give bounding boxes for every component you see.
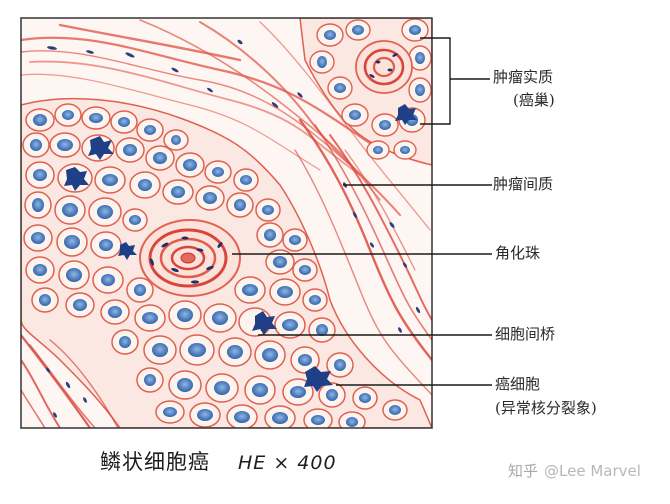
label-tumor-parenchyma: 肿瘤实质 (癌巢) — [493, 68, 555, 109]
label-intercellular-bridge: 细胞间桥 — [495, 325, 556, 343]
pointer-lines — [232, 37, 492, 386]
stroma-nuclei-bottom — [45, 367, 87, 418]
figure-caption: 鳞状细胞癌 HE × 400 — [100, 446, 337, 476]
label-text: 肿瘤实质 — [493, 68, 554, 86]
label-text: 癌细胞 — [495, 375, 541, 393]
figure-frame — [20, 17, 433, 429]
keratin-pearl — [139, 219, 241, 297]
stroma-nuclei-top — [47, 39, 303, 108]
mitotic-figures — [64, 136, 333, 392]
label-subtext: (癌巢) — [513, 91, 555, 109]
label-tumor-stroma: 肿瘤间质 — [493, 175, 554, 193]
stroma-fibers-bottom — [21, 333, 119, 428]
watermark-author: @Lee Marvel — [544, 462, 641, 480]
mitotic-figure-top-right — [395, 104, 417, 125]
label-subtext: (异常核分裂象) — [495, 399, 597, 417]
tissue-field — [21, 18, 432, 428]
nuclei-top-right — [317, 25, 425, 154]
watermark: 知乎 @Lee Marvel — [508, 460, 641, 481]
figure-title: 鳞状细胞癌 — [100, 450, 210, 474]
stroma-nuclei-right — [343, 182, 421, 333]
label-cancer-cell: 癌细胞 (异常核分裂象) — [495, 375, 597, 417]
keratin-pearl-small — [355, 40, 413, 94]
watermark-platform: 知乎 — [508, 462, 539, 480]
stain-magnification: HE × 400 — [238, 452, 337, 474]
bracket-tumor-parenchyma — [420, 37, 451, 125]
nuclei-main — [30, 110, 401, 427]
stroma-fibers-right — [294, 118, 432, 396]
tumor-cells-top-right — [309, 18, 432, 160]
label-keratin-pearl: 角化珠 — [495, 244, 541, 262]
